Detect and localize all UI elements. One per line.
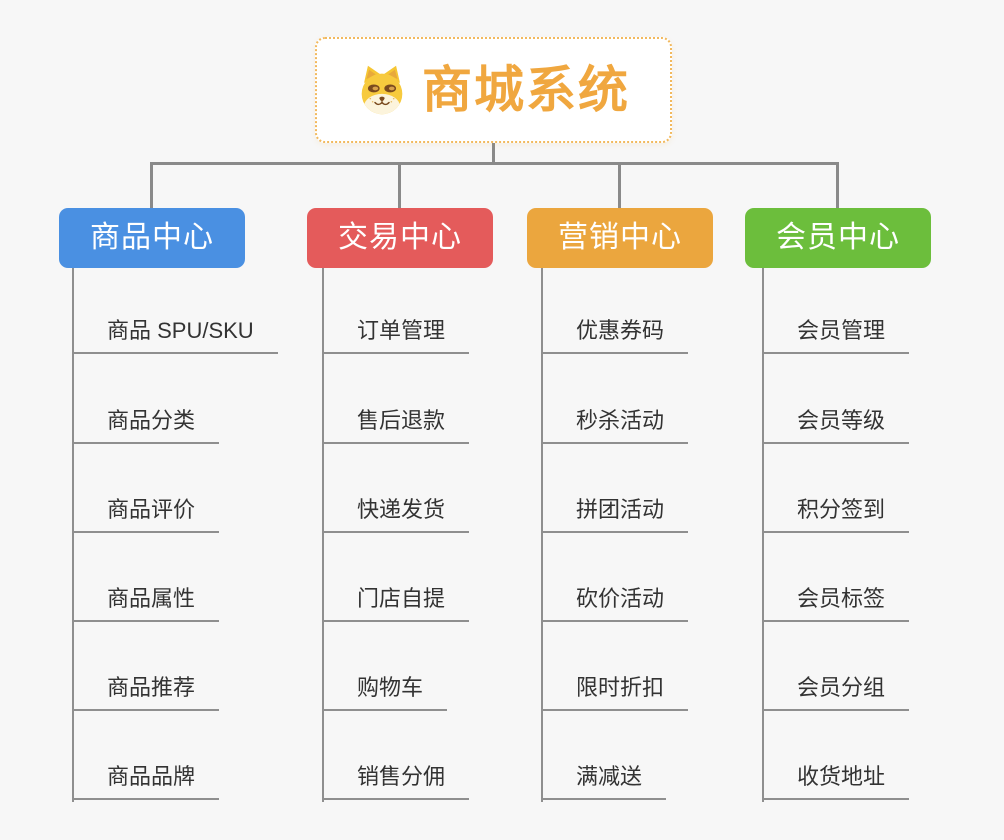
leaf-topic[interactable]: 快递发货 [323, 495, 470, 533]
leaf-label: 拼团活动 [576, 497, 665, 522]
leaf-topic[interactable]: 商品 SPU/SKU [73, 316, 278, 354]
leaf-label: 收货地址 [797, 764, 886, 789]
leaf-label: 售后退款 [357, 408, 446, 433]
branch-node-product-center[interactable]: 商品中心 [59, 208, 245, 268]
leaf-label: 购物车 [357, 675, 424, 700]
branch-node-trade-center[interactable]: 交易中心 [307, 208, 493, 268]
leaf-topic[interactable]: 满减送 [542, 762, 667, 800]
branch-node-member-center[interactable]: 会员中心 [745, 208, 931, 268]
leaf-label: 砍价活动 [576, 586, 665, 611]
leaf-topic[interactable]: 商品评价 [73, 495, 220, 533]
connector-horizontal-rail [150, 162, 839, 165]
leaf-topic[interactable]: 商品推荐 [73, 673, 220, 711]
branch-node-marketing-center[interactable]: 营销中心 [527, 208, 713, 268]
leaf-label: 限时折扣 [576, 675, 665, 700]
connector-drop-member [836, 162, 839, 209]
leaf-label: 销售分佣 [357, 764, 446, 789]
root-title: 商城系统 [422, 62, 630, 118]
leaf-label: 会员等级 [797, 408, 886, 433]
leaf-topic[interactable]: 商品品牌 [73, 762, 220, 800]
leaf-topic[interactable]: 门店自提 [323, 584, 470, 622]
connector-drop-marketing [618, 162, 621, 209]
leaf-label: 积分签到 [797, 497, 886, 522]
leaf-label: 会员管理 [797, 318, 886, 343]
leaf-topic[interactable]: 商品分类 [73, 406, 220, 444]
leaf-topic[interactable]: 限时折扣 [542, 673, 689, 711]
leaf-label: 商品推荐 [107, 675, 196, 700]
connector-drop-trade [398, 162, 401, 209]
leaf-label: 会员分组 [797, 675, 886, 700]
branch-rail-marketing [541, 268, 543, 802]
leaf-topic[interactable]: 会员管理 [763, 316, 910, 354]
branch-rail-member [762, 268, 764, 802]
dog-face-icon [361, 65, 403, 115]
leaf-label: 商品分类 [107, 408, 196, 433]
leaf-topic[interactable]: 拼团活动 [542, 495, 689, 533]
leaf-topic[interactable]: 售后退款 [323, 406, 470, 444]
leaf-topic[interactable]: 优惠券码 [542, 316, 689, 354]
branch-rail-product [72, 268, 74, 802]
leaf-label: 满减送 [576, 764, 643, 789]
root-topic[interactable]: 商城系统 [315, 37, 672, 143]
leaf-topic[interactable]: 收货地址 [763, 762, 910, 800]
leaf-topic[interactable]: 销售分佣 [323, 762, 470, 800]
leaf-topic[interactable]: 积分签到 [763, 495, 910, 533]
leaf-topic[interactable]: 砍价活动 [542, 584, 689, 622]
leaf-topic[interactable]: 会员分组 [763, 673, 910, 711]
leaf-topic[interactable]: 购物车 [323, 673, 448, 711]
leaf-topic[interactable]: 会员标签 [763, 584, 910, 622]
leaf-label: 优惠券码 [576, 318, 665, 343]
leaf-label: 订单管理 [357, 318, 446, 343]
leaf-label: 门店自提 [357, 586, 446, 611]
leaf-label: 秒杀活动 [576, 408, 665, 433]
leaf-label: 商品 SPU/SKU [107, 318, 254, 343]
leaf-topic[interactable]: 会员等级 [763, 406, 910, 444]
branch-rail-trade [322, 268, 324, 802]
connector-drop-product [150, 162, 153, 209]
leaf-topic[interactable]: 商品属性 [73, 584, 220, 622]
leaf-topic[interactable]: 订单管理 [323, 316, 470, 354]
leaf-label: 快递发货 [357, 497, 446, 522]
leaf-label: 会员标签 [797, 586, 886, 611]
leaf-label: 商品评价 [107, 497, 196, 522]
leaf-label: 商品属性 [107, 586, 196, 611]
connector-root-stub [492, 143, 495, 165]
leaf-topic[interactable]: 秒杀活动 [542, 406, 689, 444]
leaf-label: 商品品牌 [107, 764, 196, 789]
